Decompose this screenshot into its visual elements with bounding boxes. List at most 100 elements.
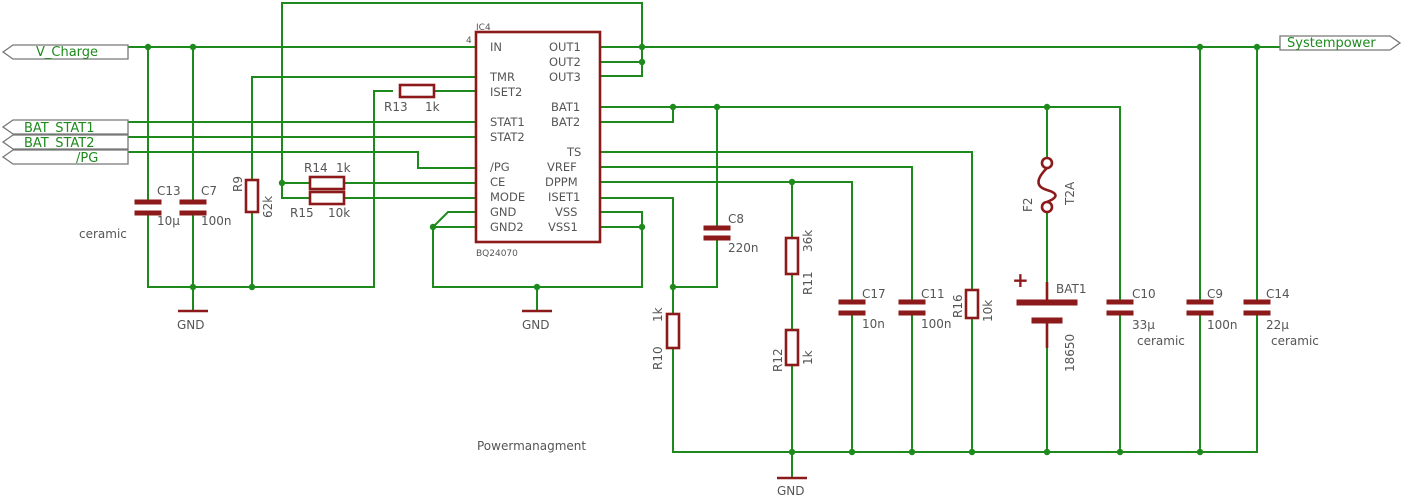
r11-name: R11 [801, 271, 815, 295]
c17-value: 10n [862, 317, 885, 331]
c10-value: 33µ [1132, 318, 1155, 332]
junction-dot [1196, 43, 1204, 51]
resistor-r9: R9 62k [231, 176, 275, 218]
r16-value: 10k [981, 300, 995, 322]
bat1-plus: + [1012, 268, 1029, 292]
r9-name: R9 [231, 176, 245, 192]
ic-pin-vss1: VSS1 [548, 220, 578, 234]
c14-note: ceramic [1271, 334, 1319, 348]
c17-name: C17 [862, 287, 886, 301]
capacitor-c17: C17 10n [838, 287, 886, 331]
port-v-charge: V_Charge [1, 44, 129, 60]
ic-pin-stat1: STAT1 [490, 115, 525, 129]
junction-dot [1196, 448, 1204, 456]
resistor-r13: R13 1k [384, 83, 440, 114]
capacitor-c14: C14 22µ ceramic [1243, 287, 1319, 348]
gnd-symbol-ic: GND [522, 309, 552, 332]
ic-pin-dppm: DPPM [545, 175, 578, 189]
junction-dot [848, 448, 856, 456]
ic-pin-pg: /PG [490, 160, 510, 174]
c7-name: C7 [201, 184, 217, 198]
junction-dot [968, 448, 976, 456]
capacitor-c7: C7 100n [179, 184, 232, 228]
junction-dot [638, 223, 646, 231]
ic-pin-out3: OUT3 [549, 70, 581, 84]
resistor-r10: R10 1k [651, 307, 681, 370]
ic-pin-iset1: ISET1 [548, 190, 580, 204]
junction-dot [638, 58, 646, 66]
fuse-f2: F2 T2A [1021, 156, 1077, 214]
r15-value: 10k [328, 206, 350, 220]
port-pg: /PG [1, 149, 129, 166]
c13-note: ceramic [79, 227, 127, 241]
junction-dot [189, 43, 197, 51]
c10-note: ceramic [1137, 334, 1185, 348]
c8-name: C8 [728, 212, 744, 226]
r10-name: R10 [651, 346, 665, 370]
ic-pin-vss: VSS [555, 205, 577, 219]
c13-name: C13 [157, 184, 181, 198]
ic-pin-out1: OUT1 [549, 40, 581, 54]
junction-dot [638, 43, 646, 51]
resistor-r11: 36k R11 [784, 230, 815, 295]
capacitor-c9: C9 100n [1186, 287, 1238, 332]
ic-pin-iset2: ISET2 [490, 85, 522, 99]
resistor-r15: R15 10k [290, 190, 350, 220]
port-bat-stat1: BAT_STAT1 [1, 119, 129, 136]
junction-dot [248, 283, 256, 291]
c14-name: C14 [1266, 287, 1290, 301]
net-label-bat-stat1: BAT_STAT1 [24, 121, 95, 136]
r13-value: 1k [425, 100, 440, 114]
net-label-v-charge: V_Charge [36, 45, 98, 60]
junction-dot [788, 448, 796, 456]
junction-dot [189, 283, 197, 291]
ic-pin-gnd2: GND2 [490, 220, 524, 234]
junction-dot [1043, 103, 1051, 111]
gnd-symbol-bottom: GND [777, 476, 807, 498]
port-bat-stat2: BAT_STAT2 [1, 134, 129, 151]
bat1-name: BAT1 [1056, 282, 1086, 296]
ic-pin-vref: VREF [547, 160, 577, 174]
net-label-pg: /PG [76, 151, 98, 166]
resistor-r16: R16 10k [951, 288, 995, 322]
c9-name: C9 [1207, 287, 1223, 301]
junction-dot [533, 283, 541, 291]
ic-name: IC4 [476, 23, 491, 33]
ic-pin-out2: OUT2 [549, 55, 581, 69]
r11-value: 36k [801, 230, 815, 252]
net-label-bat-stat2: BAT_STAT2 [24, 136, 95, 151]
ic-part: BQ24070 [476, 249, 518, 259]
junction-dot [788, 178, 796, 186]
battery-bat1: + BAT1 18650 [1012, 268, 1086, 372]
ic-pin-mode: MODE [490, 190, 525, 204]
ic-pin-in: IN [490, 40, 502, 54]
c11-name: C11 [921, 287, 945, 301]
sheet-title: Powermanagment [477, 439, 586, 453]
c13-value: 10µ [157, 214, 180, 228]
junction-dot [278, 179, 286, 187]
c7-value: 100n [201, 214, 232, 228]
f2-name: F2 [1021, 197, 1035, 212]
capacitor-c8: C8 220n [703, 212, 759, 255]
junction-dots [144, 43, 1261, 456]
gnd-label: GND [777, 484, 805, 498]
resistor-r12: R12 1k [771, 328, 815, 372]
c10-name: C10 [1132, 287, 1156, 301]
wires [127, 2, 1281, 479]
gnd-symbol-left: GND [177, 309, 208, 332]
c11-value: 100n [921, 317, 952, 331]
r9-value: 62k [261, 196, 275, 218]
junction-dot [908, 448, 916, 456]
resistor-r14: R14 1k [304, 161, 351, 191]
ic4-bq24070: IC4 BQ24070 4 IN TMR ISET2 STAT1 STAT2 /… [466, 23, 602, 259]
ic-pin-bat1: BAT1 [551, 100, 580, 114]
r14-value: 1k [336, 161, 351, 175]
ic-pin-stat2: STAT2 [490, 130, 525, 144]
r12-value: 1k [801, 350, 815, 365]
r12-name: R12 [771, 348, 785, 372]
capacitor-c11: C11 100n [898, 287, 952, 331]
junction-dot [144, 43, 152, 51]
gnd-label: GND [177, 318, 205, 332]
net-label-systempower: Systempower [1287, 36, 1376, 51]
